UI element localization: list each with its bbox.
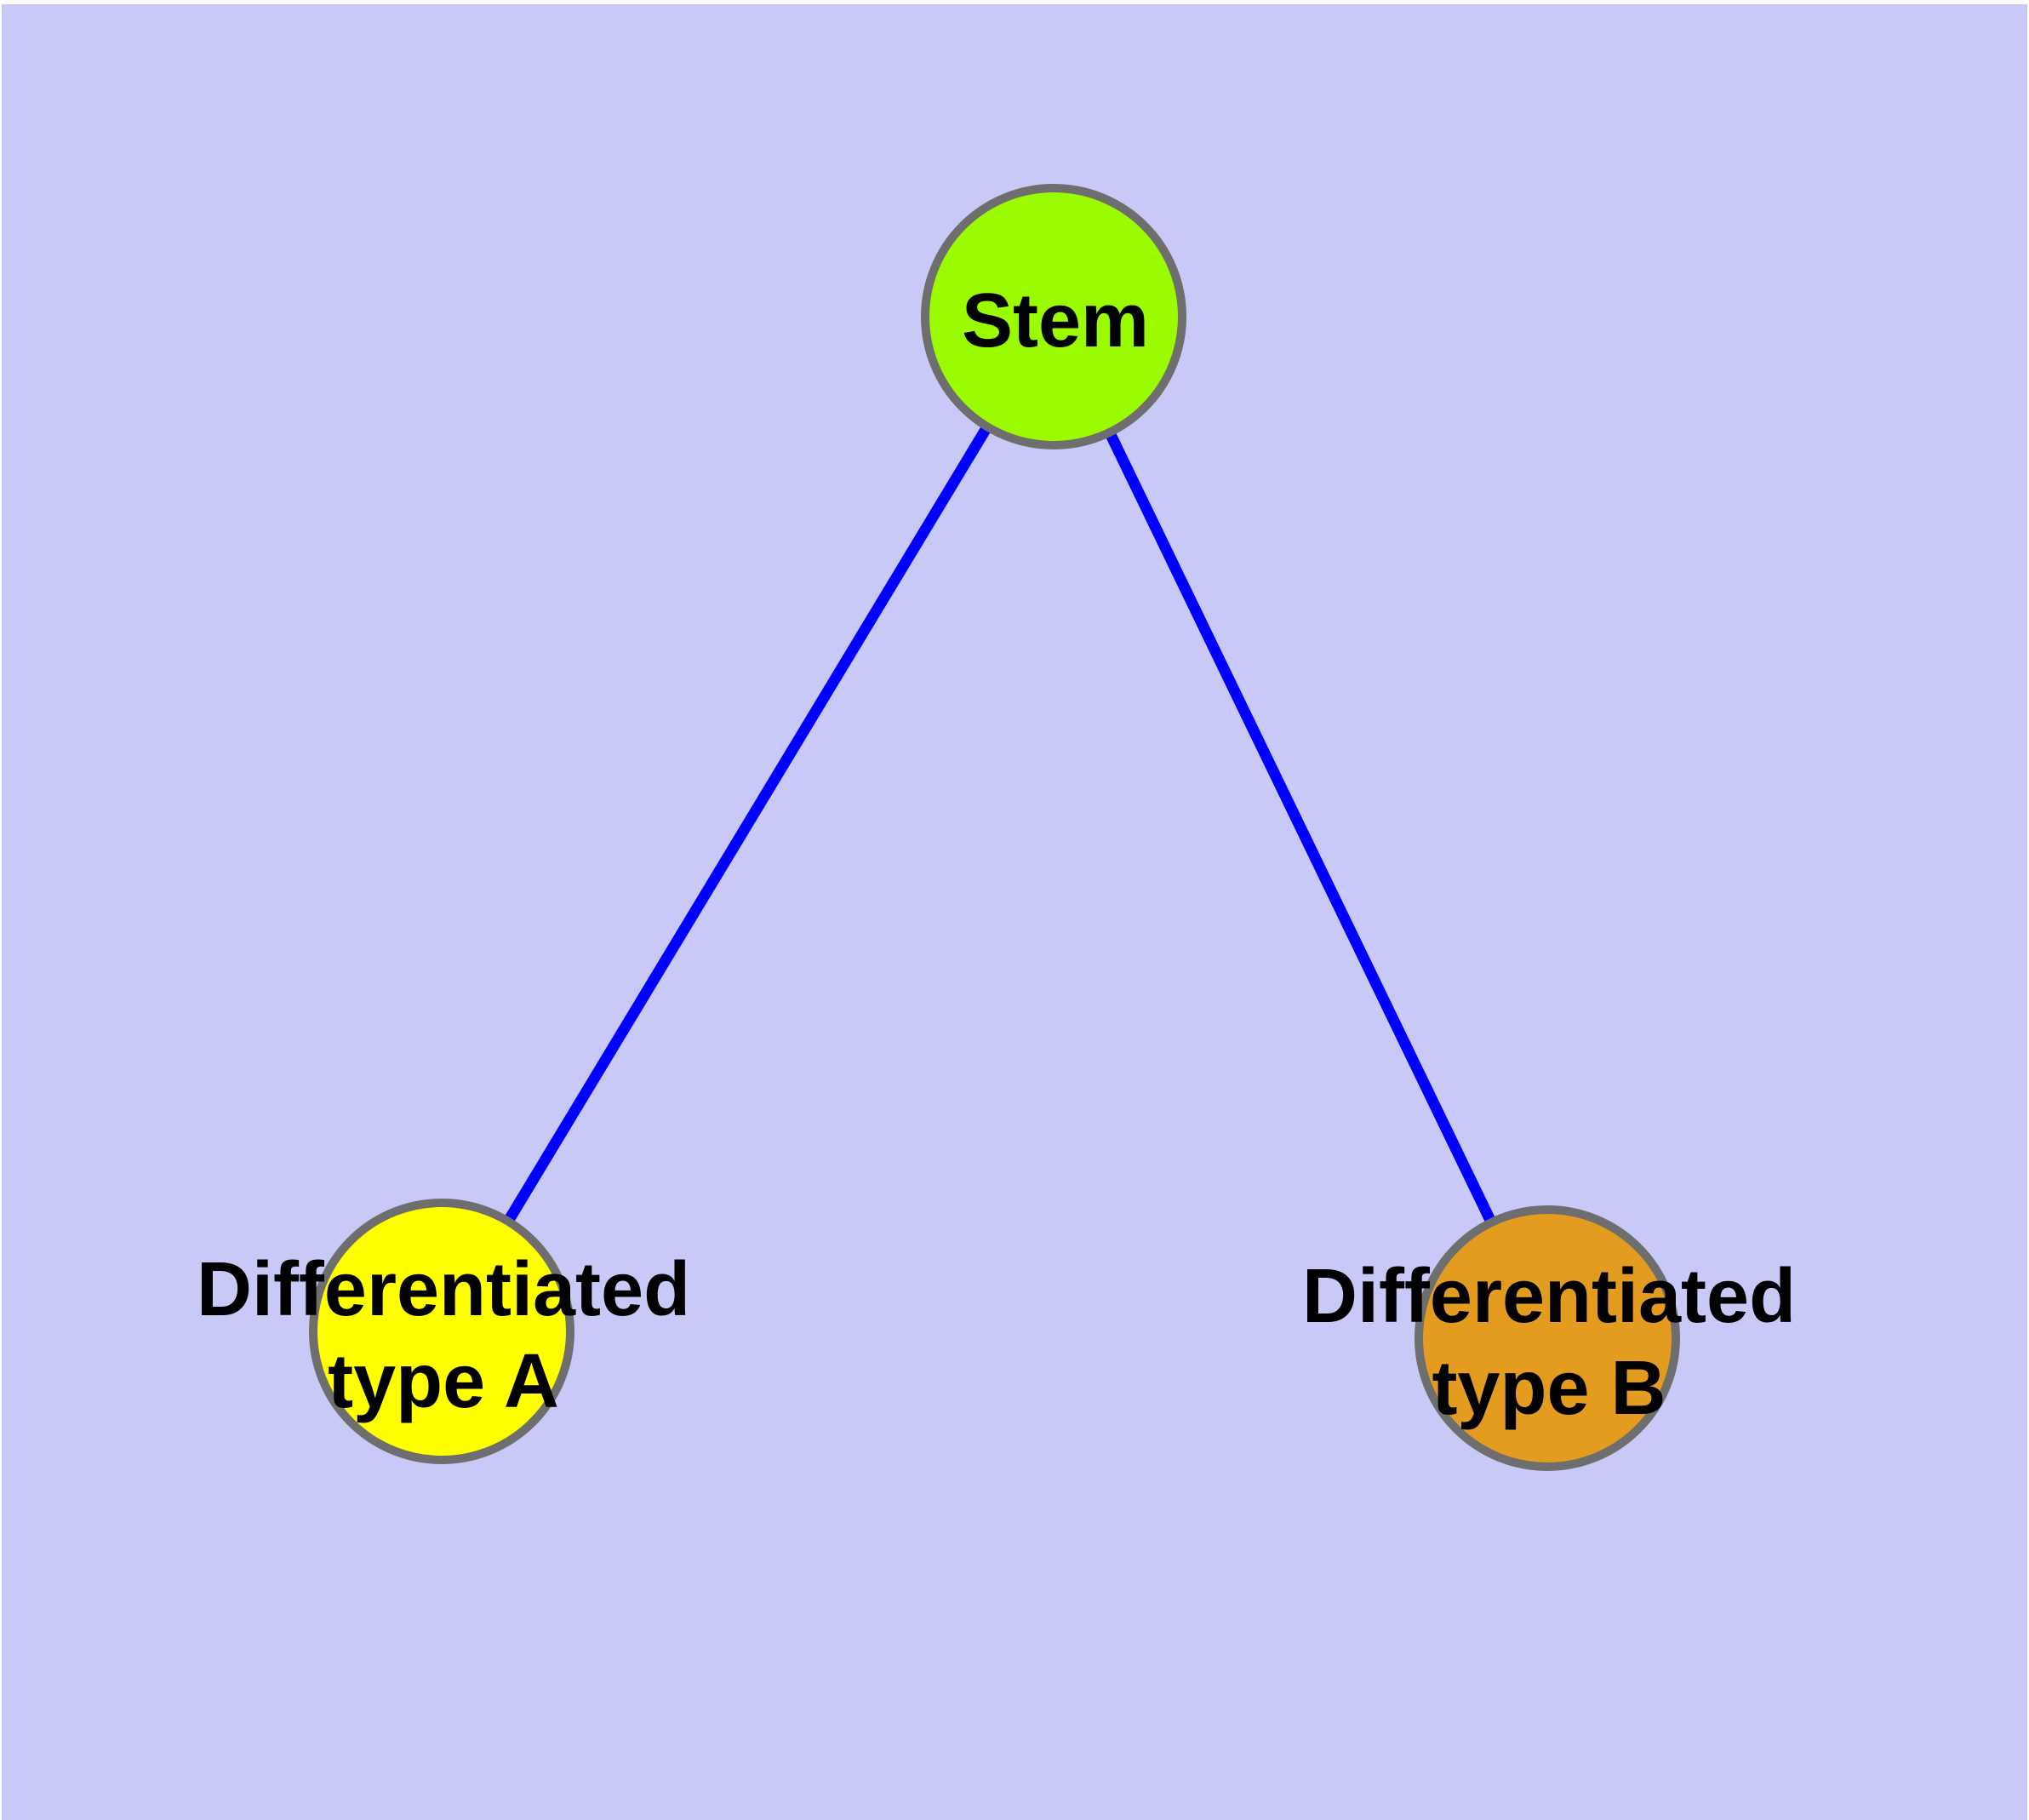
node-label-line: Stem: [961, 278, 1150, 363]
node-stem: [921, 184, 1186, 449]
graph-canvas: Stem Differentiated type A Differentiate…: [2, 4, 2027, 1820]
node-label-line: Differentiated: [196, 1247, 691, 1332]
node-label-stem: Stem: [962, 275, 1149, 367]
graph-svg: [309, 184, 1680, 1471]
node-differentiated-type-b: [1415, 1205, 1680, 1471]
node-differentiated-type-a: [309, 1199, 574, 1464]
node-label-differentiated-type-b: Differentiated type B: [1302, 1251, 1796, 1434]
node-label-line: type B: [1432, 1346, 1666, 1431]
node-label-line: Differentiated: [1301, 1254, 1797, 1339]
edge-stem-to-differentiated-type-b: [1049, 314, 1552, 1341]
edge-stem-to-differentiated-type-a: [437, 313, 1059, 1335]
node-label-line: type A: [328, 1339, 559, 1424]
node-label-differentiated-type-a: Differentiated type A: [197, 1244, 690, 1428]
